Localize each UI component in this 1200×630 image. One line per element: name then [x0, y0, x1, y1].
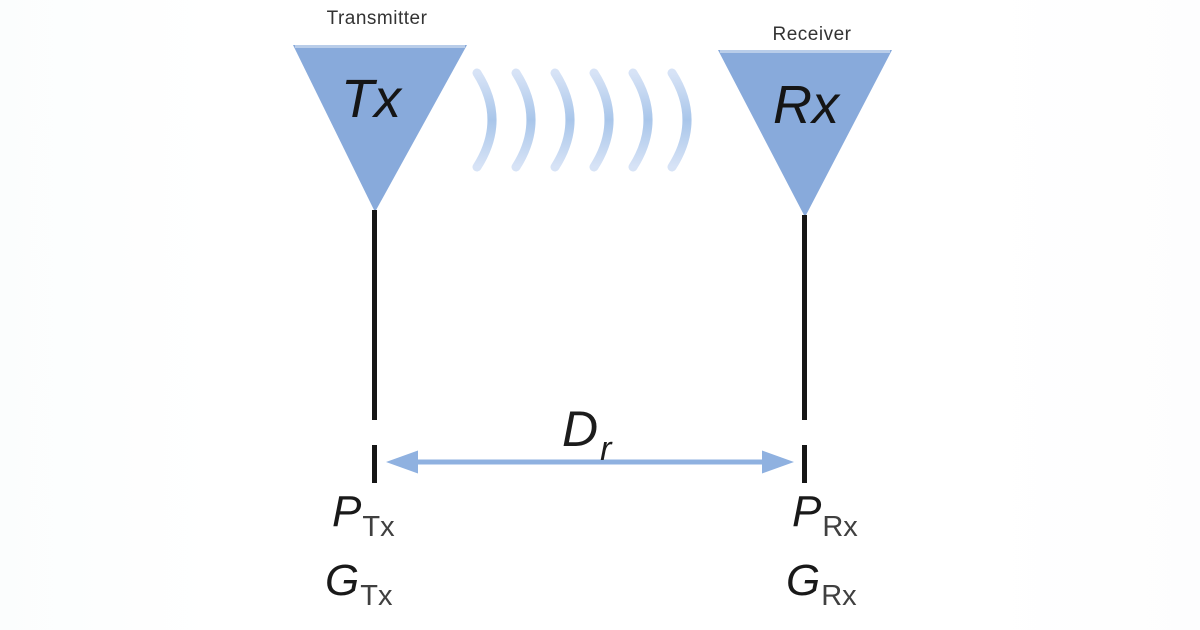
distance-arrow [386, 450, 794, 474]
receiver-antenna-triangle [718, 50, 892, 217]
power-subscript: Tx [362, 511, 395, 543]
power-symbol: P [332, 487, 362, 536]
transmitter-title: Transmitter [326, 8, 428, 29]
distance-label: D r [562, 400, 611, 469]
wave-arc [667, 68, 692, 172]
wave-arc [628, 68, 653, 172]
wave-arc [472, 68, 497, 172]
power-symbol: P [792, 487, 822, 536]
wave-arc [511, 68, 536, 172]
distance-subscript: r [600, 430, 612, 468]
gain-subscript: Rx [821, 580, 857, 612]
distance-arrow-right-head [762, 450, 794, 474]
rx-antenna-label: Rx [773, 75, 839, 135]
wave-arc [550, 68, 575, 172]
receiver-power-label: P Rx [792, 487, 858, 544]
distance-arrow-left-head [386, 450, 418, 474]
distance-arrow-shaft [404, 459, 776, 465]
distance-symbol: D [562, 401, 599, 457]
gain-symbol: G [786, 556, 821, 605]
transmitter-antenna-triangle [293, 45, 467, 212]
transmitter-power-label: P Tx [332, 487, 395, 544]
transmitter-mast-line [372, 210, 377, 420]
receiver-mast-line [802, 215, 807, 420]
tx-antenna-label: Tx [341, 69, 401, 129]
transmitter-base-tick [372, 445, 377, 483]
radio-waves-icon [472, 68, 692, 172]
power-subscript: Rx [822, 511, 858, 543]
receiver-title: Receiver [772, 24, 852, 45]
gain-symbol: G [325, 556, 360, 605]
receiver-base-tick [802, 445, 807, 483]
gain-subscript: Tx [360, 580, 393, 612]
receiver-gain-label: G Rx [786, 556, 857, 613]
wave-arc [589, 68, 614, 172]
transmitter-gain-label: G Tx [325, 556, 392, 613]
